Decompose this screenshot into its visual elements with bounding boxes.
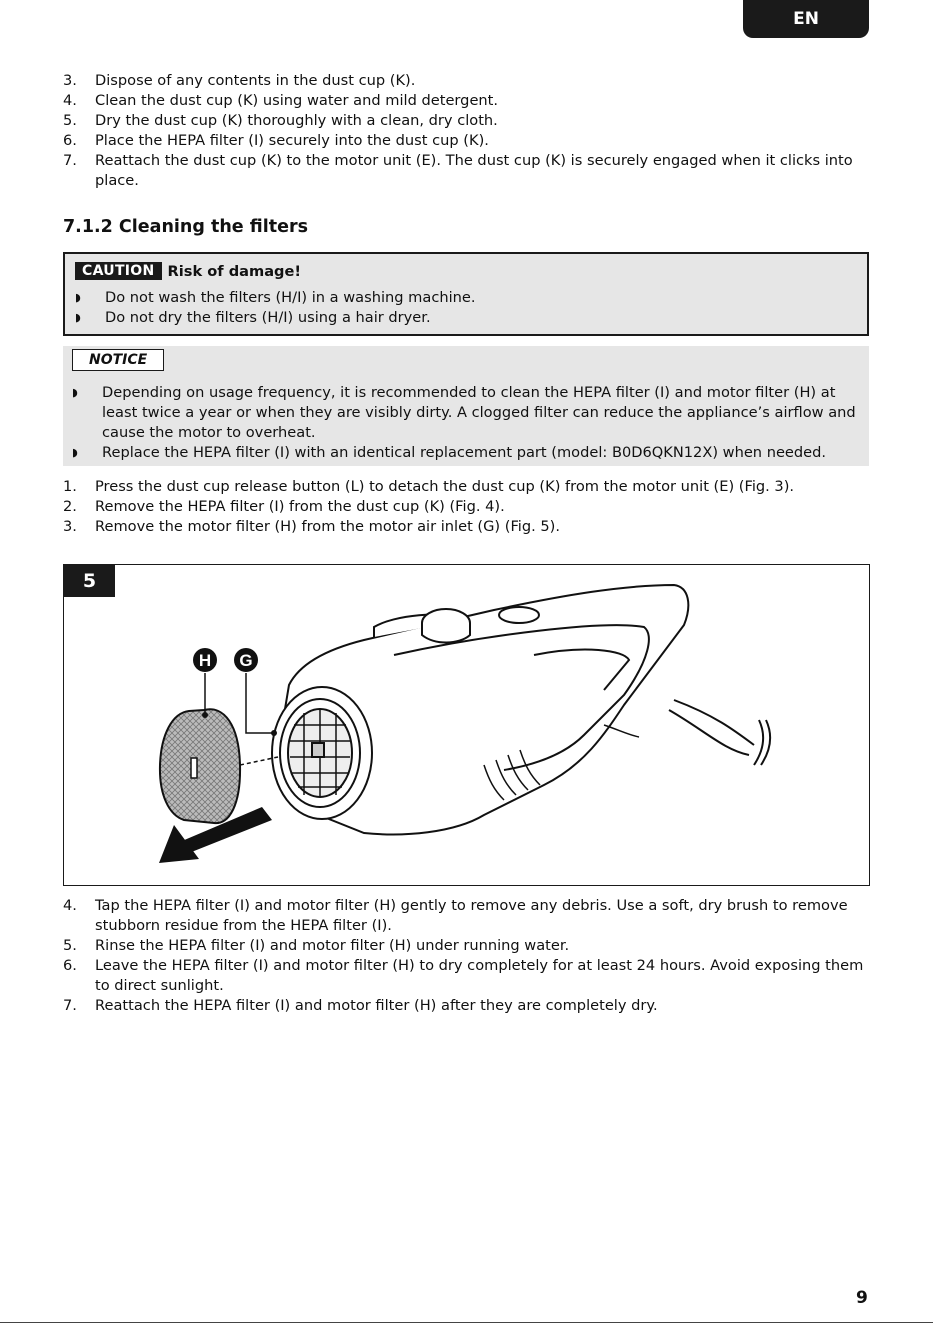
step-number: 1.	[63, 478, 77, 495]
release-button	[421, 606, 540, 644]
caution-box: CAUTION Risk of damage! ◗ Do not wash the…	[63, 252, 869, 336]
list-item: ◗ Depending on usage frequency, it is rec…	[72, 383, 862, 443]
steps-list-top: 3. Dispose of any contents in the dust cu…	[63, 71, 873, 191]
triangle-bullet-icon: ◗	[75, 291, 81, 304]
triangle-bullet-icon: ◗	[72, 386, 78, 399]
caution-title: Risk of damage!	[167, 262, 302, 280]
list-item: 6. Place the HEPA filter (I) securely int…	[63, 131, 873, 151]
list-item: 7. Reattach the dust cup (K) to the motor…	[63, 151, 873, 191]
notice-text: Depending on usage frequency, it is reco…	[102, 384, 856, 441]
list-item: 5. Dry the dust cup (K) thoroughly with a…	[63, 111, 873, 131]
step-text: Dispose of any contents in the dust cup …	[95, 72, 416, 89]
list-item: 3. Remove the motor filter (H) from the m…	[63, 517, 873, 537]
step-text: Tap the HEPA filter (I) and motor filter…	[95, 897, 848, 934]
page-number: 9	[856, 1288, 868, 1308]
caution-badge: CAUTION	[75, 262, 162, 280]
notice-badge: NOTICE	[72, 349, 165, 371]
language-tab: EN	[743, 0, 869, 38]
motor-filter	[158, 708, 242, 825]
callout-h: H	[199, 651, 211, 670]
steps-list-bottom: 4. Tap the HEPA filter (I) and motor filt…	[63, 896, 873, 1016]
notice-box: NOTICE ◗ Depending on usage frequency, it…	[63, 346, 869, 466]
step-number: 6.	[63, 132, 77, 149]
step-number: 7.	[63, 152, 77, 169]
list-item: 5. Rinse the HEPA filter (I) and motor fi…	[63, 936, 873, 956]
notice-text: Replace the HEPA filter (I) with an iden…	[102, 444, 827, 461]
step-text: Dry the dust cup (K) thoroughly with a c…	[95, 112, 498, 129]
step-number: 5.	[63, 937, 77, 954]
list-item: 4. Tap the HEPA filter (I) and motor filt…	[63, 896, 873, 936]
list-item: 4. Clean the dust cup (K) using water and…	[63, 91, 873, 111]
callout-h-badge: H	[193, 648, 217, 672]
figure-5: 5	[63, 564, 870, 886]
triangle-bullet-icon: ◗	[75, 311, 81, 324]
step-number: 3.	[63, 72, 77, 89]
power-cord	[668, 699, 772, 766]
direction-arrow-icon	[166, 807, 272, 860]
list-item: 3. Dispose of any contents in the dust cu…	[63, 71, 873, 91]
step-number: 4.	[63, 92, 77, 109]
triangle-bullet-icon: ◗	[72, 446, 78, 459]
step-text: Press the dust cup release button (L) to…	[95, 478, 795, 495]
list-item: 2. Remove the HEPA filter (I) from the du…	[63, 497, 873, 517]
step-text: Leave the HEPA filter (I) and motor filt…	[95, 957, 864, 994]
list-item: 7. Reattach the HEPA filter (I) and motor…	[63, 996, 873, 1016]
caution-text: Do not wash the filters (H/I) in a washi…	[105, 289, 476, 306]
step-text: Reattach the HEPA filter (I) and motor f…	[95, 997, 658, 1014]
step-number: 4.	[63, 897, 77, 914]
list-item: 6. Leave the HEPA filter (I) and motor fi…	[63, 956, 873, 996]
step-number: 3.	[63, 518, 77, 535]
figure-number: 5	[64, 565, 115, 597]
list-item: ◗ Do not wash the filters (H/I) in a wash…	[75, 288, 855, 308]
step-number: 5.	[63, 112, 77, 129]
step-text: Reattach the dust cup (K) to the motor u…	[95, 152, 853, 189]
step-number: 2.	[63, 498, 77, 515]
step-number: 7.	[63, 997, 77, 1014]
caution-text: Do not dry the filters (H/I) using a hai…	[105, 309, 431, 326]
side-vents	[483, 724, 640, 801]
steps-list-mid: 1. Press the dust cup release button (L) …	[63, 477, 873, 537]
step-number: 6.	[63, 957, 77, 974]
list-item: ◗ Do not dry the filters (H/I) using a ha…	[75, 308, 855, 328]
vacuum-illustration: H G	[158, 583, 772, 863]
step-text: Remove the HEPA filter (I) from the dust…	[95, 498, 505, 515]
step-text: Remove the motor filter (H) from the mot…	[95, 518, 561, 535]
bottom-divider	[0, 1322, 933, 1323]
motor-air-inlet	[271, 686, 373, 820]
step-text: Clean the dust cup (K) using water and m…	[95, 92, 499, 109]
section-heading: 7.1.2 Cleaning the filters	[63, 217, 309, 237]
callout-g-badge: G	[234, 648, 258, 672]
list-item: ◗ Replace the HEPA filter (I) with an ide…	[72, 443, 862, 463]
step-text: Rinse the HEPA filter (I) and motor filt…	[95, 937, 570, 954]
step-text: Place the HEPA filter (I) securely into …	[95, 132, 489, 149]
callout-g: G	[239, 651, 252, 670]
list-item: 1. Press the dust cup release button (L) …	[63, 477, 873, 497]
callout-leader-g	[245, 673, 274, 734]
